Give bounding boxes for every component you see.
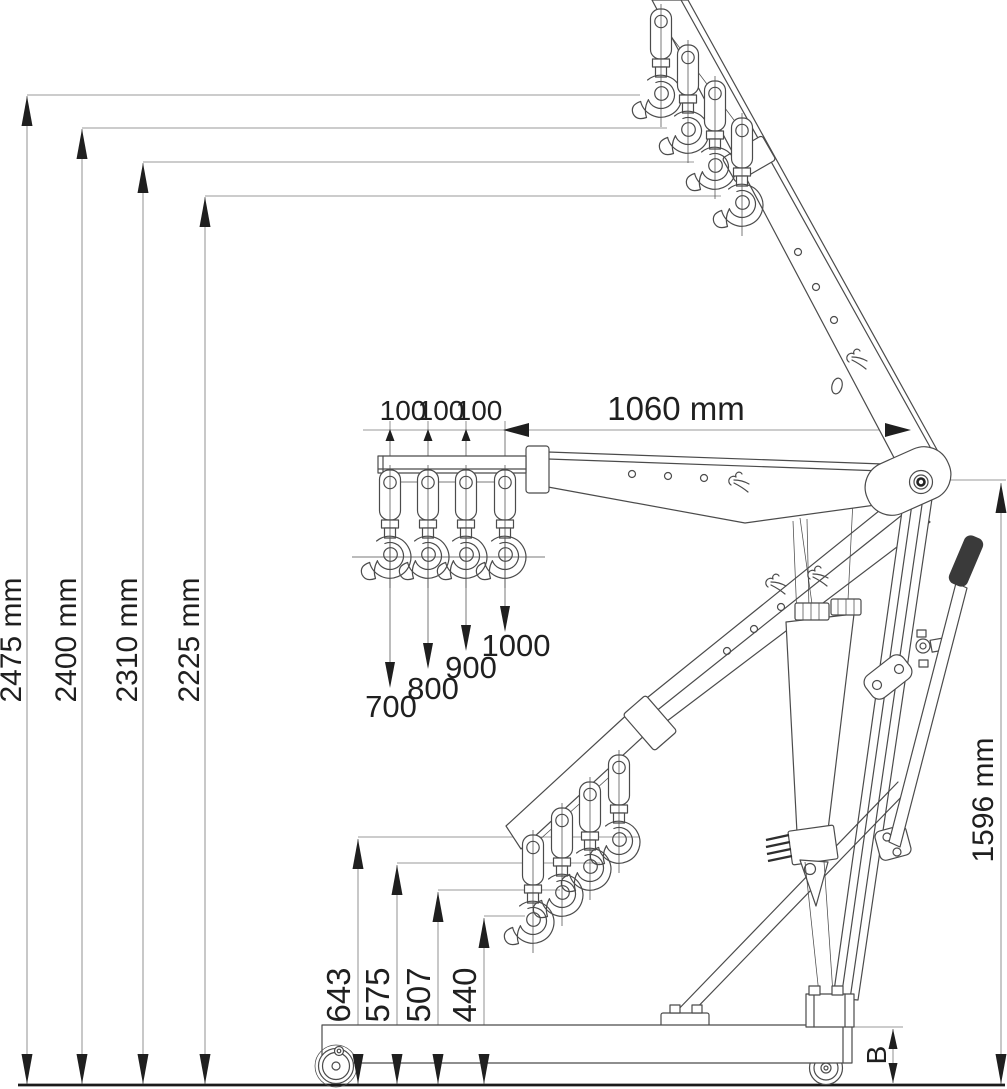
hook-icon: [360, 464, 412, 589]
dim-label-raised-height-2: 2400 mm: [50, 577, 83, 702]
hooks-horizontal: [360, 464, 527, 589]
dim-label-raised-height-1: 2475 mm: [0, 577, 28, 702]
handle-grip: [948, 535, 984, 587]
dim-label-reach-900: 900: [445, 650, 497, 685]
boom-horizontal: [377, 445, 913, 524]
dim-label-boom-length: 1060 mm: [607, 390, 745, 427]
dim-label-raised-height-3: 2310 mm: [111, 577, 144, 702]
mast-base-bracket: [805, 993, 855, 1028]
dim-label-pivot-height: 1596 mm: [967, 737, 1000, 862]
pump-handle: [888, 535, 984, 848]
dim-label-raised-height-4: 2225 mm: [173, 577, 206, 702]
boom-pivot: [864, 446, 952, 516]
dim-label-reach-700: 700: [365, 689, 417, 724]
dimension-labels: 2475 mm 2400 mm 2310 mm 2225 mm 100 100 …: [0, 390, 1000, 1064]
rear-brace: [660, 781, 909, 1028]
hook-icon: [503, 829, 555, 954]
dim-label-lowered-height-3: 507: [400, 967, 437, 1022]
base-beam: [321, 1024, 853, 1064]
dim-label-base-clearance: B: [861, 1046, 892, 1065]
dimension-arrows: [21, 96, 1007, 1084]
dim-label-lowered-height-2: 575: [359, 967, 396, 1022]
boom-lowered: [505, 493, 931, 852]
dim-label-lowered-height-1: 643: [320, 967, 357, 1022]
pump-unit: [765, 824, 839, 995]
crane-structure: [18, 0, 1005, 1088]
dim-label-hook-spacing-1: 100: [380, 395, 427, 426]
dim-label-reach-800: 800: [407, 671, 459, 706]
dim-label-hook-spacing-3: 100: [456, 395, 503, 426]
base-chassis: [314, 985, 855, 1088]
dim-label-reach-1000: 1000: [482, 628, 551, 663]
dim-label-lowered-height-4: 440: [446, 967, 483, 1022]
hydraulic-cylinder: [785, 499, 862, 841]
dim-label-hook-spacing-2: 100: [418, 395, 465, 426]
hook-icon: [475, 464, 527, 589]
